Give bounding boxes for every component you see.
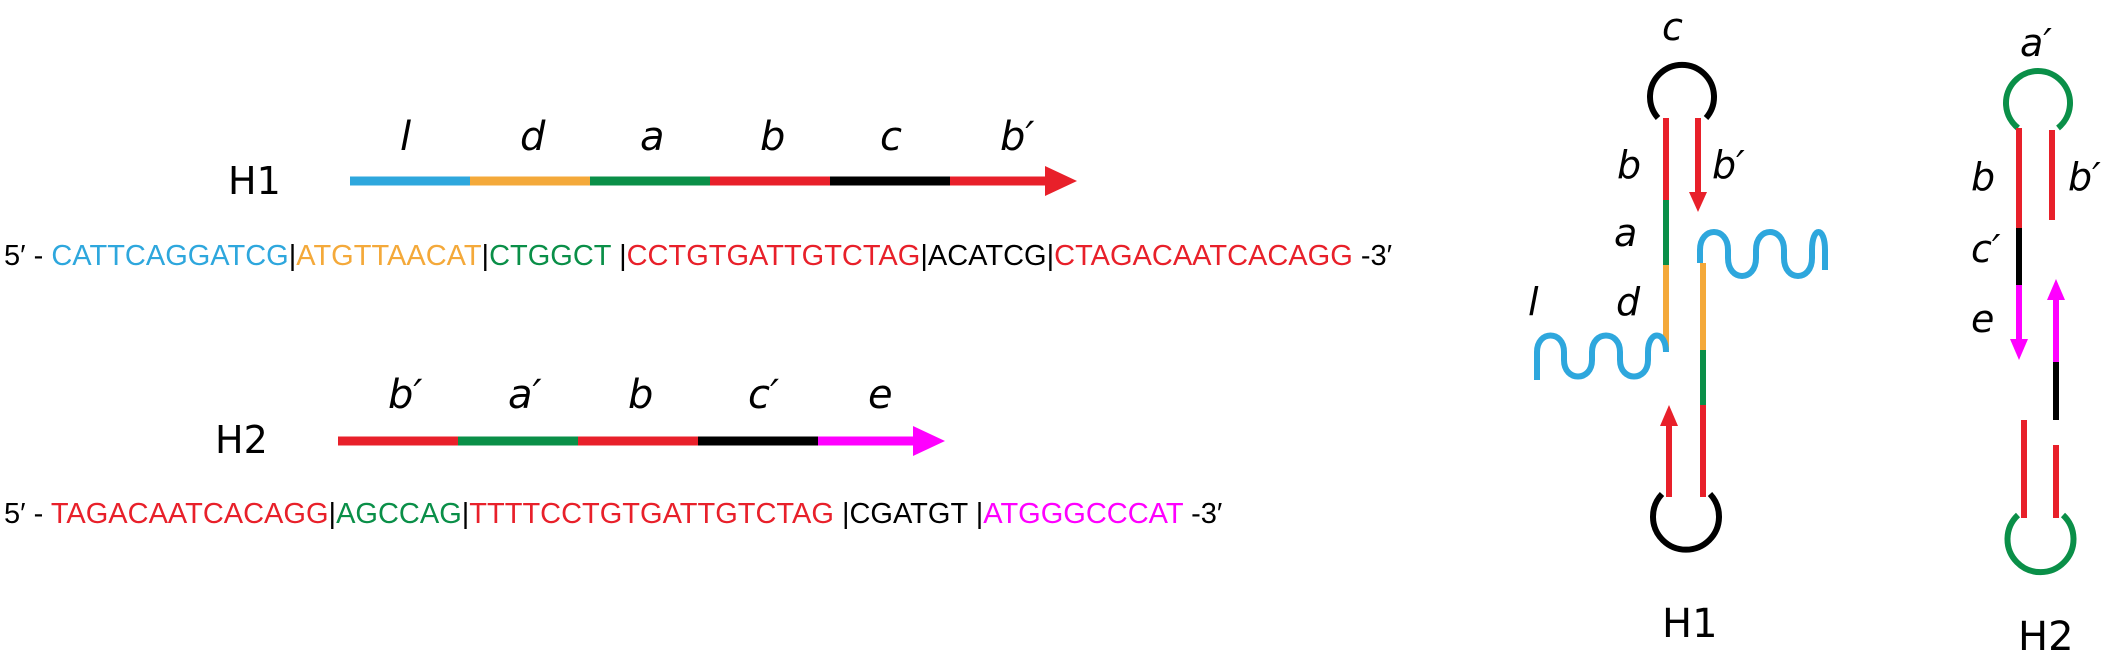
h1-right-l-wave bbox=[1697, 229, 1828, 279]
h2-right-arrowhead bbox=[2047, 279, 2065, 300]
h1-segment-label-5: b′ bbox=[1000, 114, 1034, 160]
h2-segment-bars bbox=[338, 426, 945, 456]
h1-label-b: b bbox=[1617, 143, 1641, 187]
h1-right-arrowhead bbox=[1689, 192, 1707, 212]
h2-seq-part-0: TAGACAATCACAGG bbox=[51, 498, 329, 530]
h1-label-a: a bbox=[1614, 211, 1637, 255]
h2-seq-part-6: CGATGT bbox=[849, 498, 975, 530]
h1-hairpin: c b b′ a d l H1 bbox=[1528, 5, 1828, 647]
h2-seq-part-1: | bbox=[329, 498, 337, 530]
h1-segment-label-1: d bbox=[520, 114, 546, 160]
h1-left-l-wave bbox=[1534, 332, 1669, 380]
h2-seq-part-5: | bbox=[842, 498, 850, 530]
h1-seq-part-7: | bbox=[920, 240, 928, 272]
h1-seq-prefix: 5′ - bbox=[4, 240, 51, 272]
h2-label-aprime: a′ bbox=[2020, 21, 2052, 65]
h2-left-arrowhead bbox=[2010, 339, 2028, 360]
h2-segment-label-0: b′ bbox=[388, 372, 422, 418]
h1-seq-part-8: ACATCG bbox=[928, 240, 1047, 272]
h2-label-e: e bbox=[1971, 297, 1994, 341]
h2-segment-label-4: e bbox=[868, 372, 893, 418]
h2-segment-labels: b′ a′ b c′ e bbox=[388, 372, 893, 418]
h2-top-loop bbox=[2003, 68, 2073, 131]
h1-seq-part-2: ATGTTAACAT bbox=[296, 240, 482, 272]
h2-seq-part-7: | bbox=[976, 498, 984, 530]
h1-seq-part-4: CTGGCT bbox=[489, 240, 619, 272]
h2-segment-label-2: b bbox=[628, 372, 653, 418]
h1-seq-part-10: CTAGACAATCACAGG bbox=[1054, 240, 1353, 272]
h2-label-bprime: b′ bbox=[2068, 155, 2101, 199]
h2-hairpin-name: H2 bbox=[2018, 614, 2074, 660]
h2-seq-part-3: | bbox=[462, 498, 470, 530]
h1-bottom-loop bbox=[1650, 491, 1722, 553]
h1-linear-name: H1 bbox=[228, 159, 281, 203]
h1-segment-bars bbox=[350, 166, 1077, 196]
h1-label-bprime: b′ bbox=[1712, 143, 1745, 187]
h1-seq-part-3: | bbox=[482, 240, 490, 272]
h2-segment-label-3: c′ bbox=[748, 372, 779, 418]
h1-seq-part-0: CATTCAGGATCG bbox=[51, 240, 288, 272]
h1-seq-part-5: | bbox=[619, 240, 627, 272]
h2-segment-label-1: a′ bbox=[508, 372, 542, 418]
h1-seq-part-1: | bbox=[289, 240, 297, 272]
h2-label-cprime: c′ bbox=[1971, 227, 2001, 271]
h2-label-b: b bbox=[1971, 155, 1995, 199]
h2-strand-arrowhead bbox=[913, 426, 945, 456]
h1-segment-label-3: b bbox=[760, 114, 785, 160]
h2-bottom-loop bbox=[2004, 512, 2077, 576]
h1-sequence: 5′ - CATTCAGGATCG|ATGTTAACAT|CTGGCT |CCT… bbox=[4, 240, 1392, 272]
h2-seq-prefix: 5′ - bbox=[4, 498, 51, 530]
h1-hairpin-name: H1 bbox=[1662, 601, 1718, 647]
h2-linear-name: H2 bbox=[215, 418, 268, 462]
h2-seq-suffix: -3′ bbox=[1183, 498, 1222, 530]
h1-label-l: l bbox=[1528, 280, 1539, 324]
h2-seq-part-4: TTTTCCTGTGATTGTCTAG bbox=[469, 498, 842, 530]
h2-seq-part-8: ATGGGCCCAT bbox=[983, 498, 1184, 530]
h1-lower-arrowhead bbox=[1660, 405, 1678, 426]
h2-sequence: 5′ - TAGACAATCACAGG|AGCCAG|TTTTCCTGTGATT… bbox=[4, 498, 1222, 530]
h1-strand-arrowhead bbox=[1045, 166, 1077, 196]
h1-top-loop bbox=[1647, 61, 1717, 120]
h1-segment-label-0: l bbox=[400, 114, 411, 160]
h1-segment-label-2: a bbox=[640, 114, 665, 160]
h2-hairpin: a′ b b′ c′ e H2 bbox=[1971, 21, 2101, 660]
h1-segment-label-4: c bbox=[880, 114, 902, 160]
h1-label-d: d bbox=[1616, 280, 1641, 324]
h1-seq-suffix: -3′ bbox=[1353, 240, 1392, 272]
h1-seq-part-6: CCTGTGATTGTCTAG bbox=[627, 240, 921, 272]
h1-seq-part-9: | bbox=[1047, 240, 1055, 272]
h2-seq-part-2: AGCCAG bbox=[336, 498, 462, 530]
h1-label-c: c bbox=[1662, 5, 1683, 49]
h1-segment-labels: l d a b c b′ bbox=[400, 114, 1034, 160]
